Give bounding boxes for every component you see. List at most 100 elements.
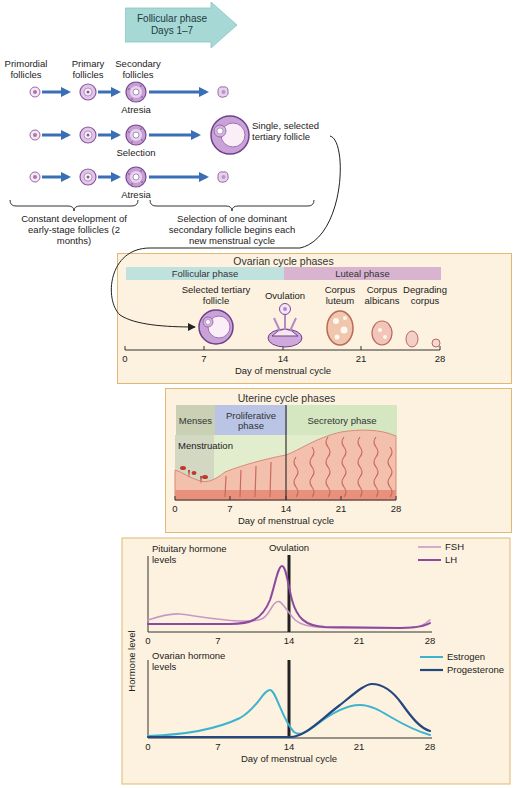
- development-arrow: [149, 91, 206, 94]
- annotation-label: Selection: [111, 147, 161, 158]
- corpus-luteum-illustration: [333, 318, 339, 324]
- development-arrow: [42, 176, 68, 179]
- annotation-label: Selection of one dominant secondary foll…: [162, 213, 302, 246]
- annotation-label: Day of menstrual cycle: [216, 515, 356, 526]
- annotation-label: Ovulation: [255, 290, 315, 301]
- arrow-text: Follicular phaseDays 1–7: [125, 2, 219, 48]
- hormone-axis: [148, 556, 432, 738]
- annotation-label: 14: [270, 353, 296, 364]
- follicle-development-rows: [126, 167, 146, 187]
- corpus-luteum-illustration: [343, 316, 347, 320]
- hormone-axis: [148, 556, 432, 632]
- ovarian-follicle: [199, 310, 233, 344]
- legend-text: LH: [445, 554, 457, 565]
- endometrium-illustration: [175, 490, 396, 500]
- annotation-label: Day of menstrual cycle: [213, 365, 353, 376]
- phase-label: Days 1–7: [151, 25, 193, 37]
- annotation-label: Primordial follicles: [0, 58, 52, 80]
- endometrium-illustration: [342, 437, 346, 497]
- endometrium-illustration: [192, 471, 197, 475]
- phase-label: Follicular phase: [172, 269, 239, 279]
- bracket: [10, 200, 314, 211]
- phase-band: Menses: [176, 405, 215, 436]
- panel-heading: Ovarian cycle phases: [126, 255, 441, 267]
- uterine-axis: [175, 496, 396, 500]
- uterine-axis: [175, 405, 396, 500]
- annotation-label: 0: [135, 635, 161, 646]
- phase-label: Menses: [179, 416, 212, 426]
- follicle-development-rows: [30, 130, 40, 140]
- ovulation-line: [288, 555, 291, 738]
- legend-text: FSH: [445, 541, 464, 552]
- follicle-development-rows: [30, 82, 228, 187]
- phase-band: Secretory phase: [287, 405, 397, 436]
- annotation-label: 14: [273, 503, 299, 514]
- endometrium-illustration: [310, 447, 314, 497]
- corpus-albicans-illustration: [378, 328, 382, 332]
- phase-band: Follicular phase: [126, 267, 284, 280]
- annotation-label: 14: [276, 635, 302, 646]
- tertiary-follicle: [217, 128, 223, 134]
- ovulation-illustration: [283, 307, 287, 311]
- corpus-albicans-illustration: [372, 321, 440, 347]
- follicle-development-rows: [126, 125, 146, 145]
- annotation-label: 0: [162, 503, 188, 514]
- hormone-curve: [148, 684, 430, 737]
- annotation-label: Pituitary hormone levels: [152, 543, 228, 565]
- legend-text: Progesterone: [447, 664, 504, 675]
- annotation-label: 0: [135, 741, 161, 752]
- annotation-label: Constant development of early-stage foll…: [12, 213, 136, 246]
- ovarian-follicle: [206, 320, 211, 325]
- annotation-label: Degrading corpus: [398, 284, 452, 306]
- ovarian-panel: Ovarian cycle phasesFollicular phaseLute…: [117, 253, 512, 384]
- annotation-label: 21: [328, 503, 354, 514]
- annotation-label: 28: [427, 353, 453, 364]
- follicle-development-rows: [80, 127, 96, 143]
- corpus-albicans-illustration: [432, 339, 440, 347]
- corpus-albicans-illustration: [372, 321, 392, 345]
- annotation-label: 28: [417, 741, 443, 752]
- selection-arrow: [111, 136, 340, 327]
- annotation-label: Day of menstrual cycle: [219, 753, 359, 764]
- development-arrow: [98, 134, 118, 137]
- corpus-albicans-illustration: [406, 331, 418, 347]
- follicle-development-rows: [218, 87, 228, 97]
- ovarian-follicle: [203, 317, 213, 327]
- endometrium-illustration: [294, 457, 298, 497]
- annotation-label: 7: [205, 635, 231, 646]
- endometrium-illustration: [326, 437, 330, 497]
- ovulation-illustration: [274, 315, 296, 331]
- ovulation-illustration: [280, 304, 291, 315]
- ovulation-illustration: [268, 329, 302, 347]
- hormone-curve: [148, 690, 430, 736]
- corpus-luteum-illustration: [341, 327, 348, 334]
- annotation-label: Corpus luteum: [319, 284, 361, 306]
- hormone-panel: [122, 538, 510, 784]
- ovarian-follicle: [208, 316, 230, 338]
- hormone-curve: [148, 566, 430, 737]
- development-arrow: [42, 91, 68, 94]
- annotation-label: 21: [346, 635, 372, 646]
- annotation-label: 28: [417, 635, 443, 646]
- follicle-development-rows: [30, 87, 40, 97]
- ovarian-axis: [125, 346, 440, 350]
- development-arrow: [98, 91, 118, 94]
- follicle-development-rows: [218, 172, 228, 182]
- endometrium-illustration: [180, 466, 186, 470]
- legend-sample: [420, 669, 443, 671]
- development-arrow: [149, 176, 206, 179]
- endometrium-illustration: [214, 435, 396, 500]
- bracket: [10, 200, 138, 211]
- follicle-development-rows: [30, 172, 40, 182]
- endometrium-illustration: [358, 437, 362, 497]
- ovulation-line: [288, 555, 291, 632]
- hormone-curve: [148, 602, 430, 628]
- phase-label: Secretory phase: [307, 416, 376, 426]
- annotation-label: Atresia: [111, 104, 161, 115]
- development-arrow: [98, 176, 118, 179]
- phase-arrow: Follicular phaseDays 1–7: [125, 2, 237, 48]
- annotation-label: 7: [191, 353, 217, 364]
- annotation-label: 21: [346, 741, 372, 752]
